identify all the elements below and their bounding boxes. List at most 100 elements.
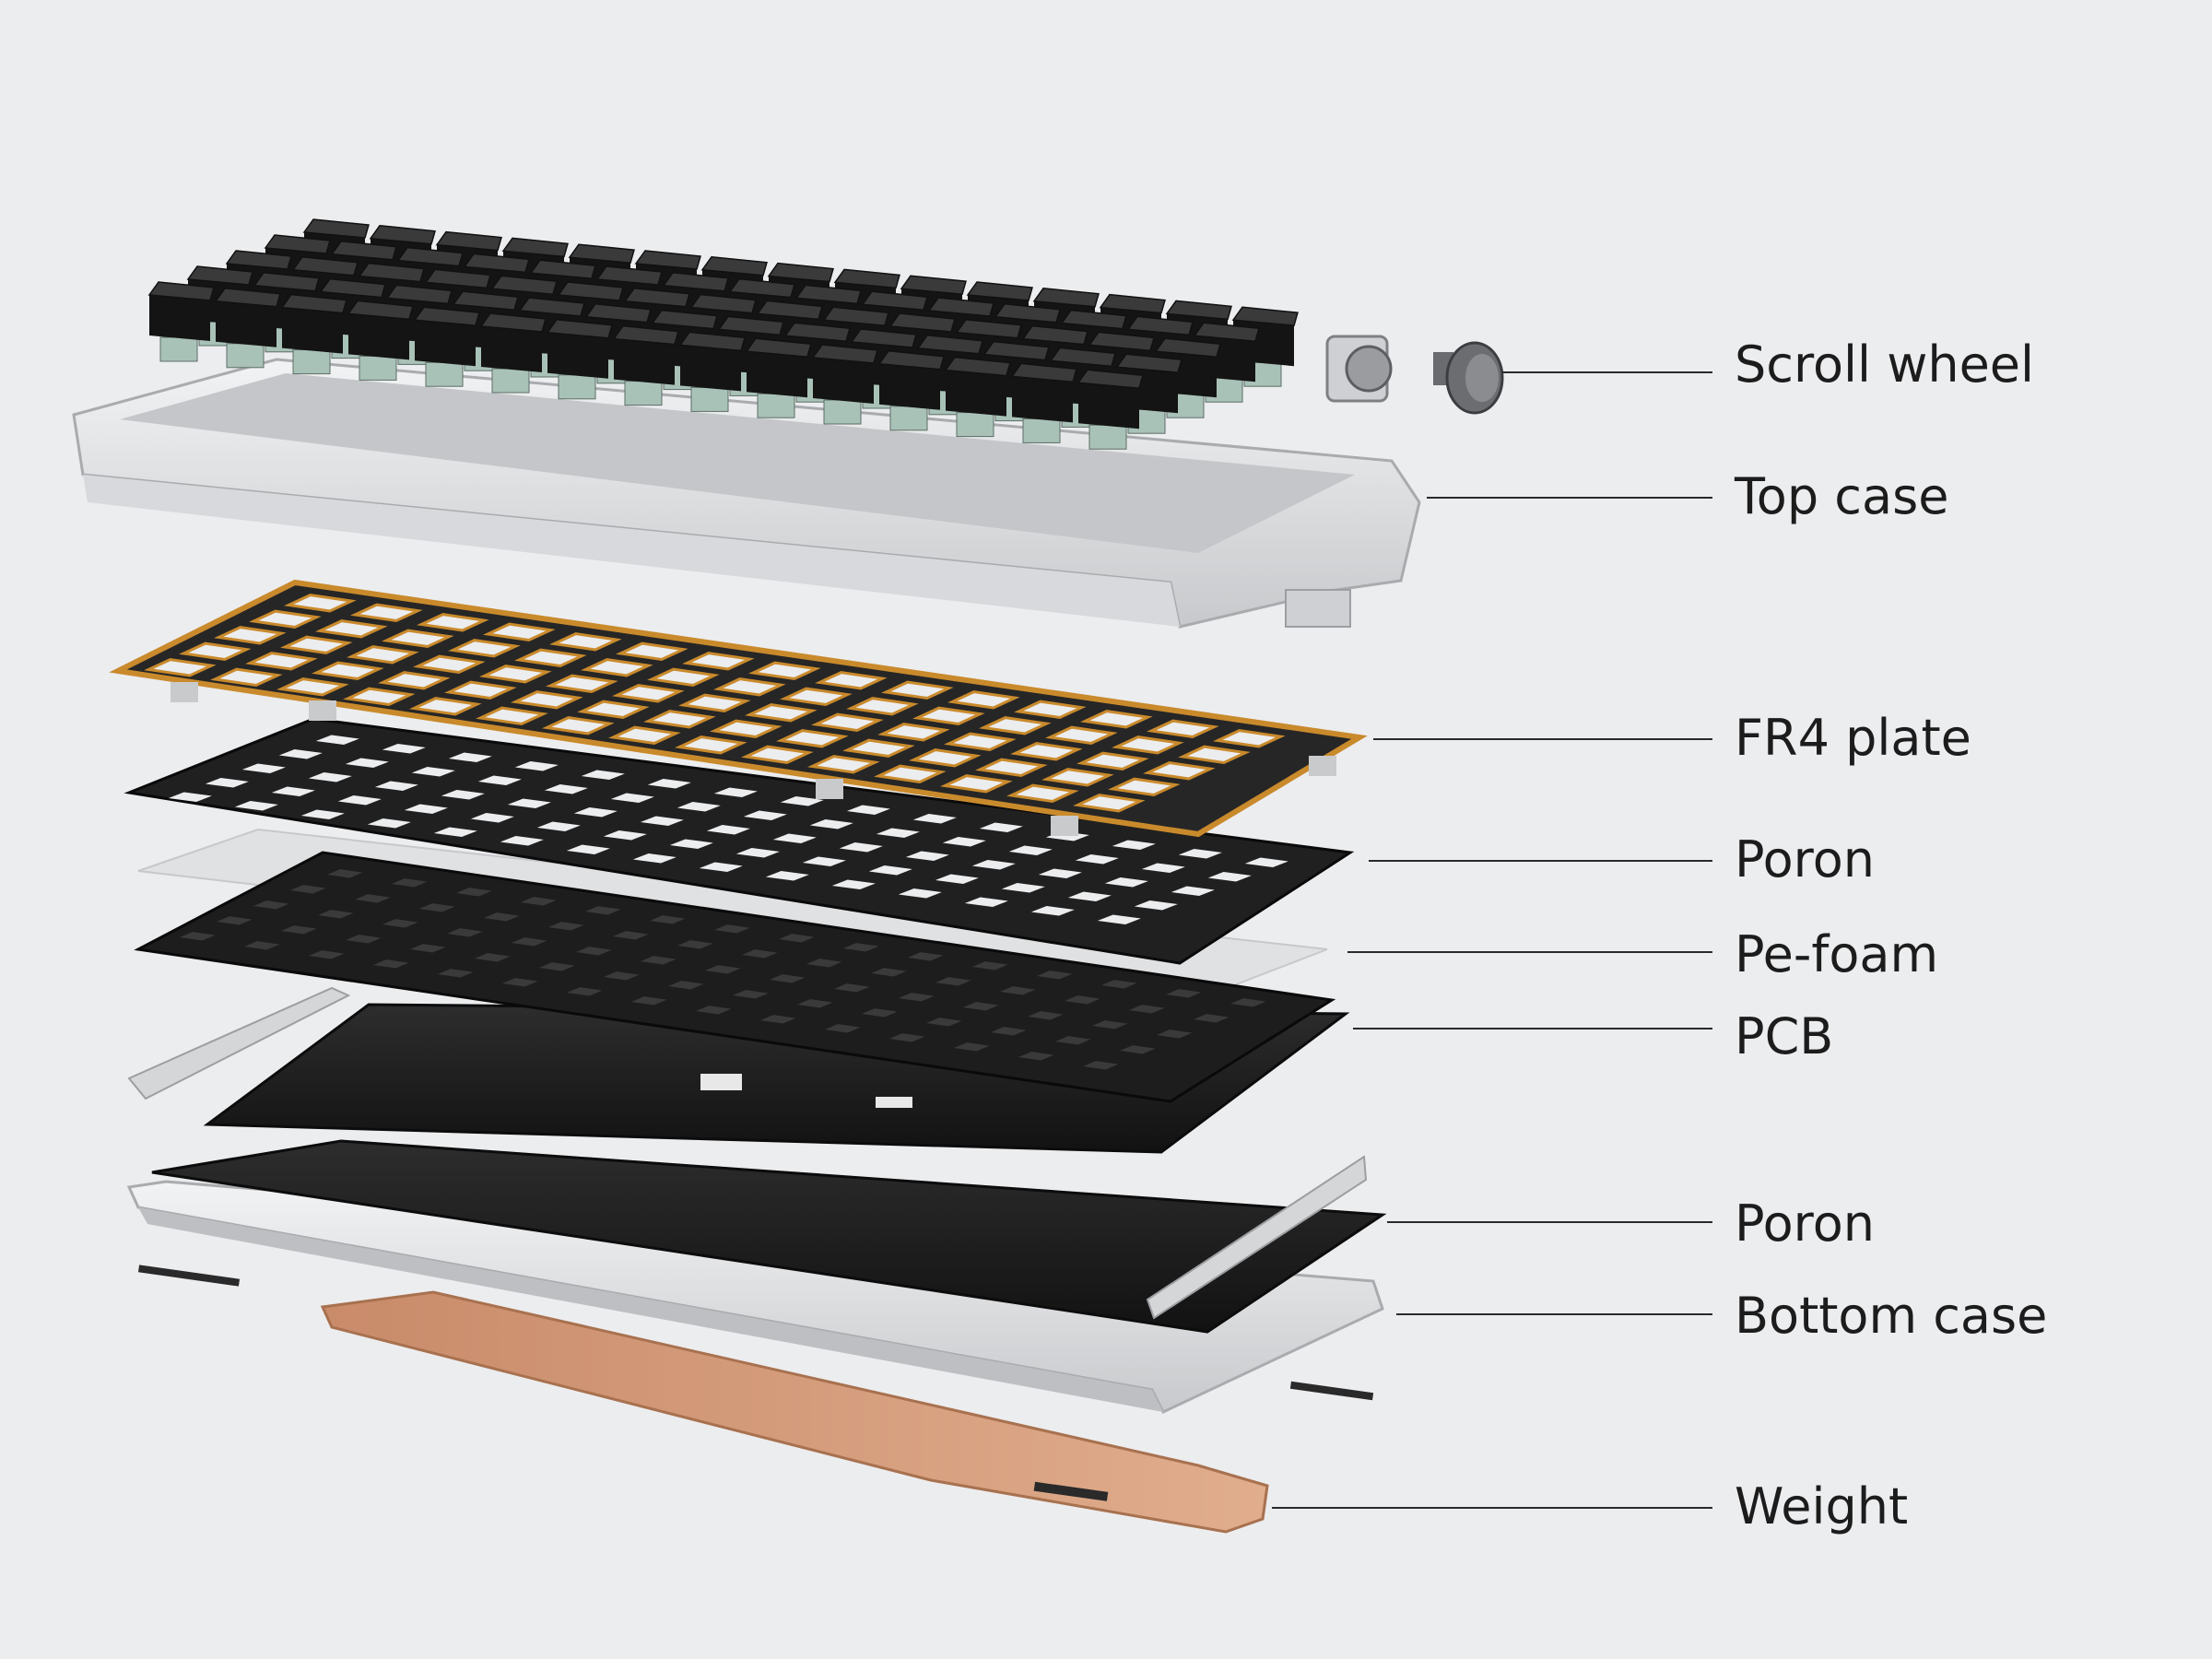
- plate-hole: [705, 965, 741, 974]
- plate-hole: [315, 735, 359, 745]
- plate-hole: [521, 897, 557, 906]
- scroll-wheel-part: [1325, 335, 1504, 415]
- plate-hole: [1178, 849, 1222, 859]
- plate-hole: [410, 944, 446, 953]
- plate-hole: [217, 916, 253, 925]
- plate-hole: [612, 684, 685, 703]
- plate-hole: [1080, 710, 1153, 729]
- plate-hole: [713, 787, 758, 797]
- plate-hole: [877, 723, 950, 742]
- plate-hole: [862, 1008, 898, 1018]
- plate-hole: [898, 888, 942, 899]
- plate-hole: [244, 941, 280, 950]
- plate-hole: [433, 827, 477, 837]
- plate-hole: [276, 677, 349, 697]
- plate-hole: [713, 677, 786, 697]
- plate-hole: [675, 735, 747, 755]
- plate-hole: [1147, 719, 1219, 739]
- keycap: [214, 288, 281, 369]
- plate-hole: [1157, 1030, 1193, 1039]
- plate-hole: [979, 822, 1023, 832]
- plate-hole: [536, 821, 581, 831]
- plate-hole: [682, 652, 755, 671]
- label-poron-top: Poron: [1735, 830, 1875, 888]
- plate-hole: [448, 752, 492, 762]
- top-case-part: [72, 358, 1421, 629]
- plate-hole: [382, 919, 418, 928]
- plate-hole: [842, 738, 915, 759]
- plate-hole: [733, 990, 769, 999]
- plate-hole: [476, 706, 548, 726]
- plate-hole: [944, 732, 1017, 752]
- plate-hole: [604, 971, 640, 981]
- keycap: [745, 337, 812, 418]
- plate-hole: [284, 594, 357, 613]
- plate-hole: [409, 697, 482, 716]
- plate-hole: [312, 661, 384, 681]
- keycap: [479, 312, 547, 394]
- plate-hole: [479, 665, 552, 684]
- plate-hole: [979, 716, 1052, 735]
- keycap: [546, 319, 613, 400]
- plate-hole: [581, 770, 625, 780]
- plate-hole: [843, 943, 879, 952]
- plate-hole: [1213, 729, 1286, 748]
- plate-hole: [899, 993, 935, 1002]
- plate-hole: [647, 779, 691, 789]
- plate-hole: [419, 903, 455, 912]
- plate-hole: [1065, 995, 1100, 1005]
- plate-hole: [807, 755, 880, 774]
- plate-hole: [954, 1042, 990, 1052]
- keycaps-part: [147, 218, 1299, 450]
- plate-hole: [318, 910, 354, 919]
- keycap: [944, 356, 1011, 438]
- keycap: [147, 281, 215, 362]
- plate-hole: [1038, 868, 1082, 878]
- plate-hole: [483, 622, 556, 642]
- plate-hole: [834, 983, 870, 993]
- plate-hole: [382, 629, 454, 649]
- plate-hole: [871, 968, 907, 977]
- plate-hole: [271, 786, 315, 796]
- plate-hole: [760, 1015, 796, 1024]
- keycap: [347, 300, 414, 381]
- plate-hole: [337, 795, 382, 806]
- plate-hole: [1178, 745, 1251, 765]
- keycap: [1010, 362, 1077, 443]
- plate-hole: [881, 680, 954, 700]
- plate-hole: [278, 749, 323, 759]
- plate-hole: [641, 956, 677, 965]
- fr4-plate-part: [109, 579, 1368, 838]
- plate-hole: [1001, 883, 1045, 893]
- plate-hole: [926, 1018, 962, 1027]
- plate-hole: [514, 648, 587, 668]
- plate-hole: [678, 693, 751, 713]
- plate-hole: [831, 879, 876, 889]
- plate-hole: [1112, 840, 1156, 850]
- plate-hole: [1008, 845, 1053, 855]
- label-bottom-case: Bottom case: [1735, 1287, 2048, 1345]
- plate-hole: [935, 977, 971, 986]
- plate-hole: [448, 639, 521, 658]
- plate-hole: [647, 667, 720, 688]
- plate-hole: [905, 851, 949, 861]
- plate-hole: [613, 931, 649, 940]
- plate-hole: [839, 842, 883, 853]
- plate-hole: [1112, 735, 1184, 755]
- plate-hole: [447, 928, 483, 937]
- plate-hole: [549, 632, 622, 652]
- plate-hole: [908, 952, 944, 961]
- plate-hole: [779, 934, 815, 943]
- plate-hole: [1030, 906, 1075, 916]
- plate-hole: [650, 915, 686, 924]
- plate-hole: [234, 801, 278, 811]
- plate-hole: [1120, 1045, 1156, 1054]
- plate-hole: [1171, 886, 1215, 896]
- plate-hole: [815, 671, 888, 690]
- plate-hole: [610, 793, 654, 803]
- plate-hole: [245, 652, 318, 671]
- plate-hole: [417, 613, 489, 632]
- plate-hole: [677, 940, 713, 949]
- plate-hole: [603, 830, 647, 841]
